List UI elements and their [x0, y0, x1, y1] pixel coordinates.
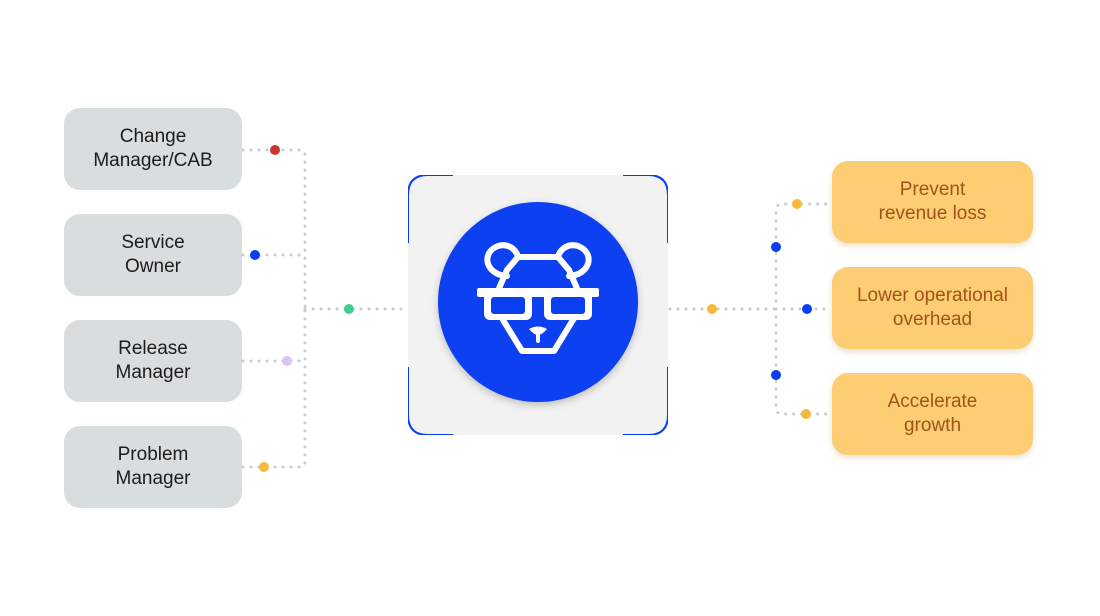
panda-nose-mouth — [529, 326, 547, 343]
dot-outcome-lower — [802, 304, 812, 314]
logo-circle — [438, 202, 638, 402]
dot-service-owner — [250, 250, 260, 260]
dot-right-junction — [707, 304, 717, 314]
dot-change-manager — [270, 145, 280, 155]
lenses — [491, 297, 585, 314]
role-change-manager: Change Manager/CAB — [64, 108, 242, 190]
dot-outcome-prevent — [792, 199, 802, 209]
role-release-manager: Release Manager — [64, 320, 242, 402]
dot-outcome-accelerate — [801, 409, 811, 419]
outcome-accelerate-growth: Accelerate growth — [832, 373, 1033, 455]
panda-with-sunglasses-icon — [408, 175, 668, 435]
outcome-lower-operational-overhead: Lower operational overhead — [832, 267, 1033, 349]
role-problem-manager: Problem Manager — [64, 426, 242, 508]
outcome-prevent-revenue-loss: Prevent revenue loss — [832, 161, 1033, 243]
hub-panel — [408, 175, 668, 435]
connector-right-branch-bottom — [774, 307, 832, 416]
dot-problem-manager — [259, 462, 269, 472]
connector-right-branch-top — [774, 202, 832, 311]
connector-problem-manager — [241, 307, 307, 469]
role-service-owner: Service Owner — [64, 214, 242, 296]
connector-change-manager — [241, 148, 307, 311]
dot-right-branch-upper — [771, 242, 781, 252]
dot-left-junction — [344, 304, 354, 314]
dot-release-manager — [282, 356, 292, 366]
dot-right-branch-lower — [771, 370, 781, 380]
